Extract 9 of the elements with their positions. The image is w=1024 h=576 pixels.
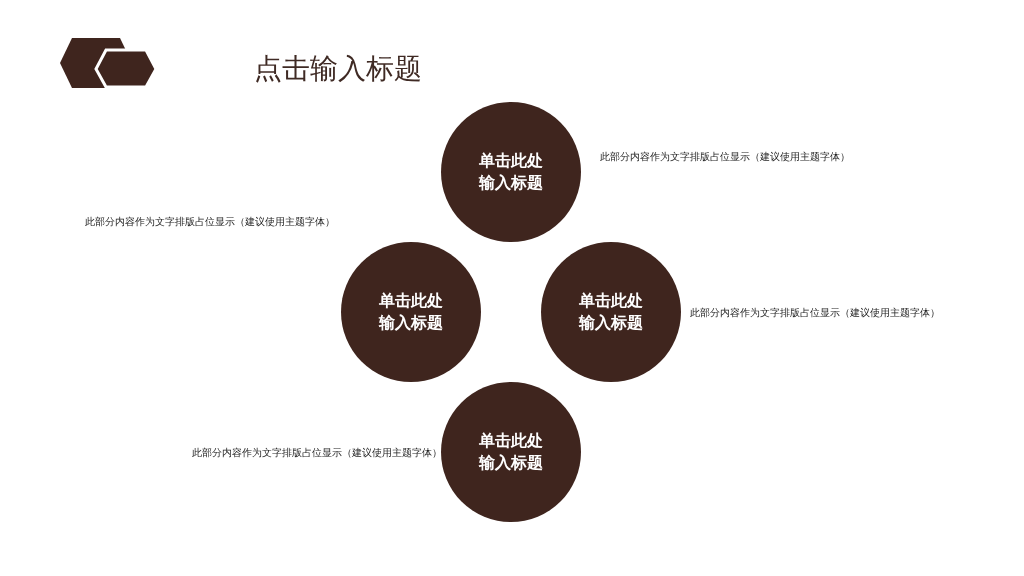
circle-title: 单击此处输入标题	[577, 290, 644, 334]
description-text: 此部分内容作为文字排版占位显示（建议使用主题字体）	[85, 215, 335, 229]
title: 点击输入标题	[254, 51, 422, 87]
circle-title: 单击此处输入标题	[477, 150, 544, 194]
description-text: 此部分内容作为文字排版占位显示（建议使用主题字体）	[192, 446, 442, 460]
circle-title: 单击此处输入标题	[477, 430, 544, 474]
description-text: 此部分内容作为文字排版占位显示（建议使用主题字体）	[690, 306, 940, 320]
description-text: 此部分内容作为文字排版占位显示（建议使用主题字体）	[600, 150, 850, 164]
circle-title: 单击此处输入标题	[377, 290, 444, 334]
